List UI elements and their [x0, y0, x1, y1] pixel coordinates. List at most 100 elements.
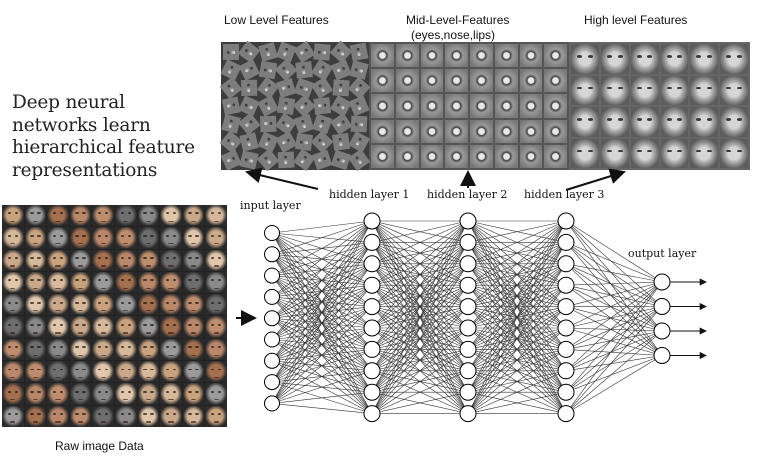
facial-part-tile: [544, 119, 567, 143]
facial-part-tile: [445, 44, 468, 68]
output-neuron: [653, 298, 671, 315]
raw-face-image: [69, 294, 92, 316]
facial-part-tile: [470, 94, 493, 118]
raw-face-image: [137, 361, 160, 383]
network-edge: [271, 263, 373, 404]
raw-face-image: [182, 405, 205, 427]
mid-level-features-image: [369, 42, 569, 170]
hidden-neuron: [459, 212, 477, 230]
hidden-neuron: [557, 233, 575, 251]
facial-part-tile: [519, 94, 543, 118]
network-edge: [467, 220, 567, 286]
low-level-features-label: Low Level Features: [224, 13, 329, 27]
face-feature-tile: [630, 107, 659, 137]
raw-face-image: [24, 316, 47, 338]
facial-part-tile: [420, 144, 444, 168]
network-edge: [565, 284, 663, 356]
raw-face-image: [160, 383, 182, 405]
network-edge: [565, 330, 663, 393]
hidden-layer-1-arrow: [245, 167, 319, 190]
raw-face-image: [24, 205, 47, 227]
network-edge: [271, 220, 373, 234]
raw-face-image: [205, 205, 227, 227]
facial-part-tile: [420, 44, 444, 68]
network-edge: [371, 220, 469, 307]
network-edge: [271, 285, 373, 404]
network-edge: [565, 281, 663, 393]
raw-face-image: [69, 249, 92, 271]
hidden-neuron: [557, 276, 575, 294]
raw-face-image: [2, 249, 24, 271]
raw-face-image: [160, 294, 182, 316]
raw-face-image: [205, 271, 227, 294]
input-neuron: [264, 395, 280, 412]
network-edge: [467, 220, 567, 243]
facial-part-tile: [445, 119, 468, 143]
network-edge: [467, 370, 567, 414]
network-edge: [565, 327, 663, 356]
input-neuron: [264, 374, 280, 391]
raw-face-image: [2, 294, 24, 316]
facial-part-tile: [420, 69, 444, 93]
network-edge: [271, 306, 373, 404]
face-feature-tile: [600, 107, 629, 137]
network-edge: [565, 220, 663, 307]
network-edge: [467, 220, 567, 350]
raw-face-image: [160, 249, 182, 271]
network-edge: [271, 220, 373, 319]
hidden-neuron: [557, 298, 575, 316]
network-edge: [271, 220, 373, 340]
network-edge: [565, 220, 663, 283]
facial-part-tile: [371, 144, 394, 168]
network-edge: [565, 327, 663, 332]
input-neuron: [264, 225, 280, 241]
hidden-neuron: [363, 362, 381, 380]
face-feature-tile: [690, 138, 719, 168]
network-edge: [271, 242, 373, 404]
raw-face-image: [205, 227, 227, 249]
raw-face-image: [137, 294, 160, 316]
facial-part-tile: [371, 94, 394, 118]
raw-face-image: [160, 405, 182, 427]
hidden-neuron: [557, 340, 575, 358]
raw-face-image: [69, 271, 92, 294]
network-edge: [271, 220, 373, 255]
output-neuron: [653, 322, 671, 340]
hidden-neuron: [363, 276, 381, 294]
network-edge: [565, 306, 663, 350]
raw-face-image: [137, 205, 160, 227]
facial-part-tile: [544, 69, 567, 93]
raw-face-image: [47, 383, 69, 405]
facial-part-tile: [544, 94, 567, 118]
network-edge: [371, 220, 469, 243]
raw-face-image: [137, 383, 160, 405]
network-edge: [467, 349, 567, 414]
raw-face-image: [69, 361, 92, 383]
raw-face-image: [115, 316, 137, 338]
face-feature-tile: [571, 44, 599, 74]
facial-part-tile: [371, 44, 394, 68]
facial-part-tile: [470, 119, 493, 143]
network-edge: [271, 349, 373, 404]
facial-part-tile: [519, 119, 543, 143]
network-edge: [565, 306, 663, 332]
headline-line-2: networks learn: [12, 114, 151, 136]
raw-image-data-caption: Raw image Data: [55, 439, 144, 453]
raw-face-image: [24, 271, 47, 294]
network-edge: [271, 403, 373, 414]
face-feature-tile: [571, 107, 599, 137]
face-feature-tile: [660, 107, 689, 137]
network-edge: [565, 263, 663, 356]
output-layer-label: output layer: [628, 247, 697, 260]
face-feature-tile: [690, 107, 719, 137]
network-edge: [565, 220, 663, 332]
facial-part-tile: [519, 144, 543, 168]
raw-face-image: [182, 316, 205, 338]
input-neuron: [264, 246, 280, 263]
raw-face-image: [47, 294, 69, 316]
facial-part-tile: [519, 44, 543, 68]
facial-part-tile: [420, 94, 444, 118]
network-edge: [467, 220, 567, 393]
output-arrows: [670, 278, 707, 360]
face-feature-tile: [720, 107, 748, 137]
